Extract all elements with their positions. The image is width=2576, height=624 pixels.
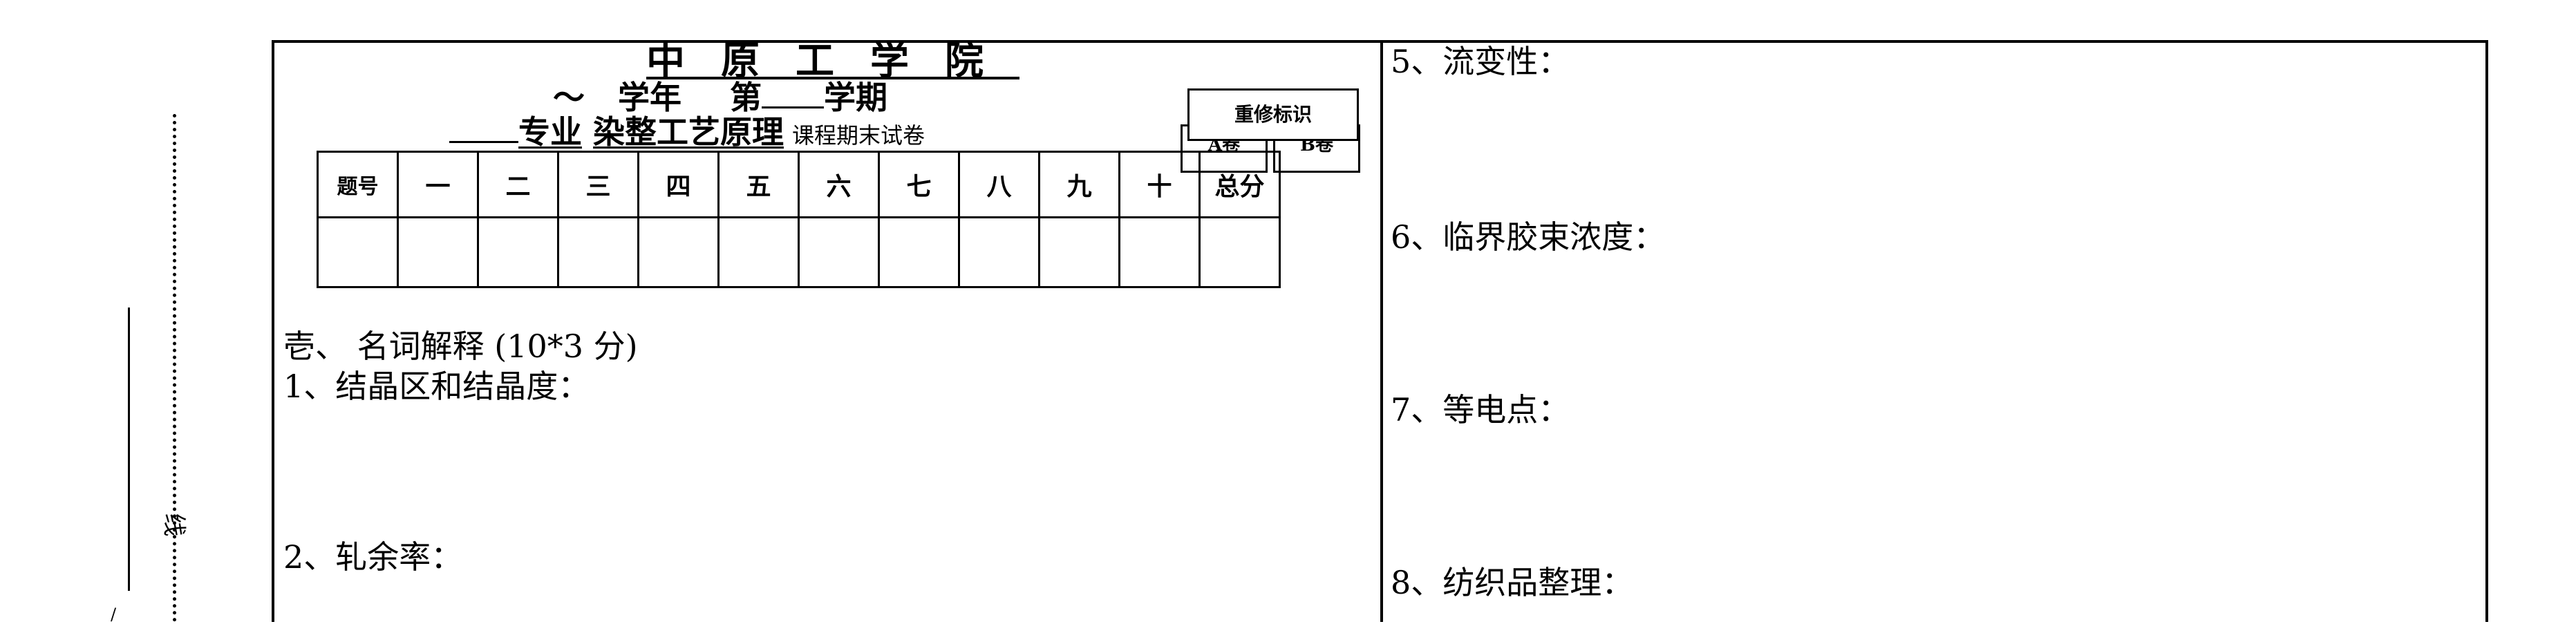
- score-entry-cell[interactable]: [1198, 216, 1281, 288]
- question-2: 2、轧余率：: [283, 538, 463, 576]
- binding-dotted-line: [173, 114, 176, 622]
- score-entry-cell[interactable]: [1118, 216, 1201, 288]
- score-header-cell: 一: [397, 151, 479, 218]
- score-entry-cell[interactable]: [798, 216, 880, 288]
- score-header-cell: 题号: [317, 151, 399, 218]
- score-header-cell: 三: [557, 151, 639, 218]
- score-header-cell: 九: [1038, 151, 1120, 218]
- score-entry-cell[interactable]: [637, 216, 720, 288]
- score-header-cell: 八: [958, 151, 1040, 218]
- score-header-cell: 二: [477, 151, 559, 218]
- score-header-cell: 六: [798, 151, 880, 218]
- course-name: 染整工艺原理: [593, 113, 784, 151]
- score-table-header-row: 题号 一 二 三 四 五 六 七 八 九 十 总分: [317, 151, 1281, 218]
- year-word: 学年: [618, 79, 681, 116]
- year-tilde: ～: [553, 79, 585, 116]
- question-6: 6、临界胶束浓度：: [1391, 218, 1666, 256]
- score-header-cell: 总分: [1198, 151, 1281, 218]
- course-line: 专业 染整工艺原理课程期末试卷: [449, 116, 925, 148]
- score-entry-cell[interactable]: [717, 216, 800, 288]
- score-header-cell: 七: [878, 151, 960, 218]
- score-table: 题号 一 二 三 四 五 六 七 八 九 十 总分: [317, 151, 1281, 288]
- binding-solid-line: [128, 308, 130, 591]
- score-entry-cell[interactable]: [397, 216, 479, 288]
- score-entry-cell[interactable]: [477, 216, 559, 288]
- binding-tick-mark: ∕: [111, 605, 117, 624]
- term-word: 学期: [824, 79, 887, 116]
- score-entry-cell[interactable]: [557, 216, 639, 288]
- question-1: 1、结晶区和结晶度：: [283, 368, 590, 405]
- term-prefix: 第: [730, 79, 762, 116]
- exam-label: 课程期末试卷: [792, 122, 925, 149]
- section-title: 壱、 名词解释 (10*3 分): [283, 328, 638, 365]
- score-header-cell: 五: [717, 151, 800, 218]
- score-header-cell: 十: [1118, 151, 1201, 218]
- school-name: 中原工学院: [646, 38, 1019, 84]
- score-entry-cell[interactable]: [958, 216, 1040, 288]
- score-entry-cell[interactable]: [317, 216, 399, 288]
- major-label: 专业: [518, 113, 582, 151]
- score-entry-cell[interactable]: [1038, 216, 1120, 288]
- score-header-cell: 四: [637, 151, 720, 218]
- major-blank: [449, 116, 518, 143]
- question-5: 5、流变性：: [1391, 43, 1570, 80]
- term-blank: [762, 82, 824, 108]
- score-entry-cell[interactable]: [878, 216, 960, 288]
- academic-year-line: ～ 学年 第 学期: [553, 82, 887, 113]
- column-divider: [1380, 40, 1383, 622]
- exam-sheet-frame: [272, 40, 2488, 622]
- score-table-entry-row: [317, 216, 1281, 288]
- question-8: 8、纺织品整理：: [1391, 564, 1634, 601]
- retake-tag: 重修标识: [1187, 88, 1359, 141]
- question-7: 7、等电点：: [1391, 391, 1570, 428]
- binding-line-label: 线: [160, 513, 188, 537]
